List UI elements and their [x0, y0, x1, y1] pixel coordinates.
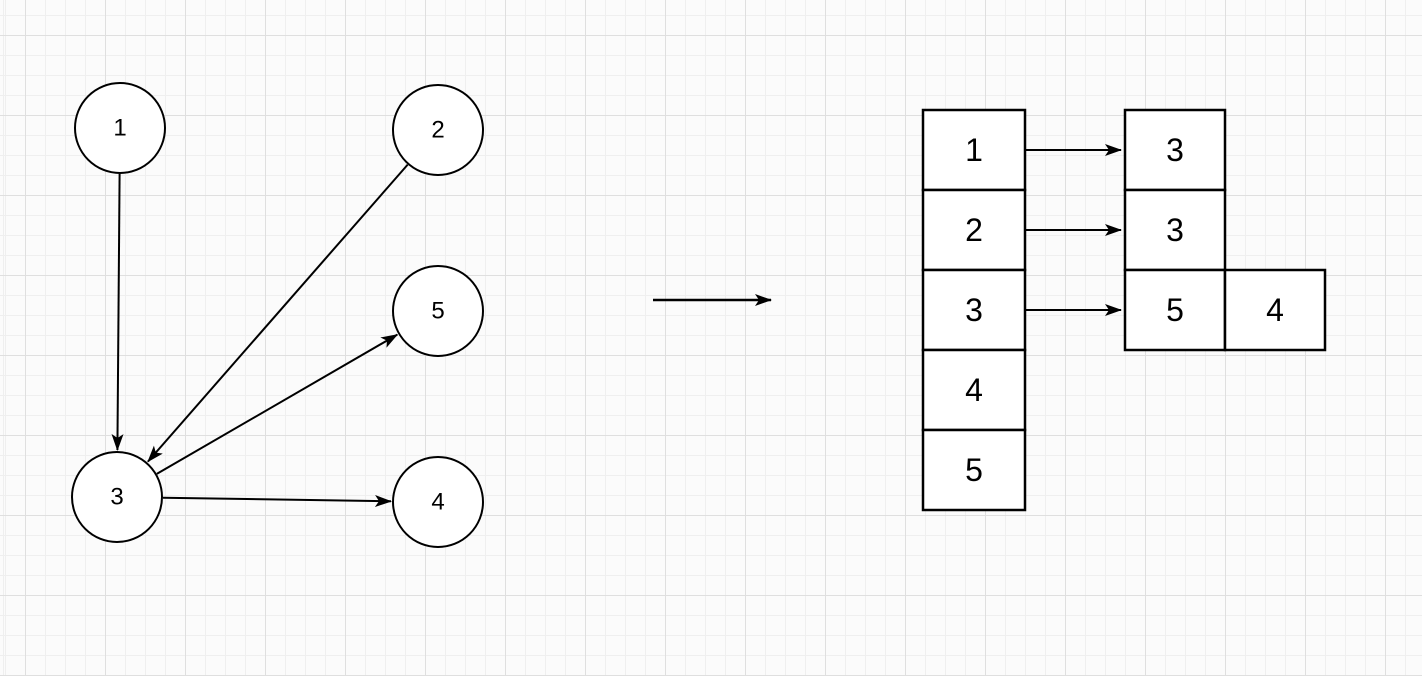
adjacency-index-label-3: 3: [965, 292, 983, 328]
graph-node-5[interactable]: 5: [392, 265, 484, 357]
adjacency-index-label-1: 1: [965, 132, 983, 168]
adjacency-neighbor-label-1-0: 3: [1166, 132, 1184, 168]
graph-node-1[interactable]: 1: [74, 82, 166, 174]
graph-node-label-2: 2: [431, 117, 444, 144]
adjacency-index-cell-1[interactable]: 1: [921, 108, 1027, 192]
adjacency-index-cell-5[interactable]: 5: [921, 428, 1027, 512]
graph-node-label-5: 5: [431, 298, 444, 325]
adjacency-neighbor-cell-3-1[interactable]: 4: [1223, 268, 1327, 352]
edge-arrow-3-to-5[interactable]: [156, 333, 399, 475]
adjacency-index-label-4: 4: [965, 372, 983, 408]
edge-arrow-2-to-3[interactable]: [147, 163, 409, 463]
adjacency-neighbor-cell-2-0[interactable]: 3: [1123, 188, 1227, 272]
adjacency-neighbor-cell-3-0[interactable]: 5: [1123, 268, 1227, 352]
adjacency-neighbor-label-3-0: 5: [1166, 292, 1184, 328]
graph-node-3[interactable]: 3: [71, 451, 163, 543]
adjacency-neighbor-label-2-0: 3: [1166, 212, 1184, 248]
adjacency-index-label-2: 2: [965, 212, 983, 248]
edge-arrow-1-to-3[interactable]: [111, 173, 124, 451]
adjacency-neighbor-label-3-1: 4: [1266, 292, 1284, 328]
adjacency-index-cell-3[interactable]: 3: [921, 268, 1027, 352]
graph-node-label-3: 3: [110, 484, 123, 511]
graph-node-label-1: 1: [113, 115, 126, 142]
graph-node-label-4: 4: [431, 489, 444, 516]
adjacency-neighbor-cell-1-0[interactable]: 3: [1123, 108, 1227, 192]
adjacency-index-cell-2[interactable]: 2: [921, 188, 1027, 272]
graph-node-4[interactable]: 4: [392, 456, 484, 548]
graph-node-2[interactable]: 2: [392, 84, 484, 176]
edge-arrow-3-to-4[interactable]: [162, 495, 392, 508]
adjacency-index-cell-4[interactable]: 4: [921, 348, 1027, 432]
adjacency-index-label-5: 5: [965, 452, 983, 488]
